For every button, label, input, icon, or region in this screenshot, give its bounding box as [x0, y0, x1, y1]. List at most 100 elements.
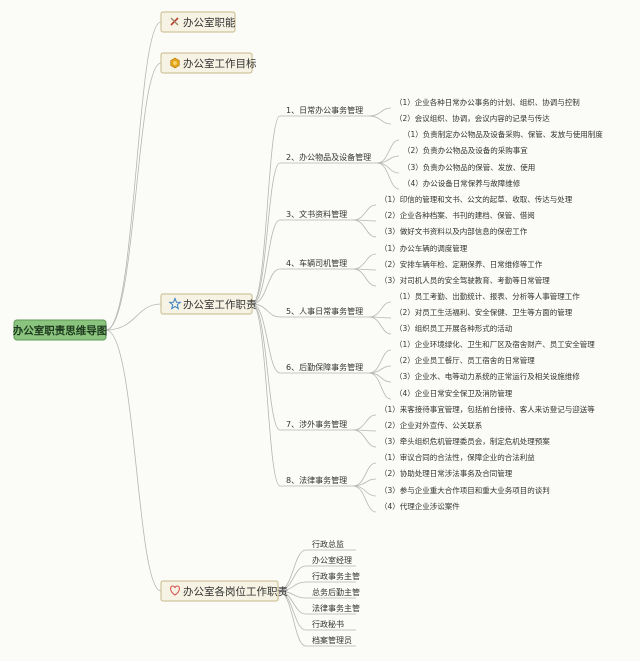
- connector-line: [369, 115, 392, 125]
- topic-node-box: [160, 293, 253, 315]
- duty-detail: （2）安排车辆年检、定期保养、日常维修等工作: [380, 259, 543, 269]
- topic-node-label: 办公室工作职责: [183, 298, 257, 311]
- topic-node-positions[interactable]: 办公室各岗位工作职责: [160, 580, 288, 602]
- duty-detail: （1）来客接待事宜管理，包括前台接待、客人来访登记与迎送等: [380, 404, 595, 414]
- duty-label[interactable]: 8、法律事务管理: [286, 475, 347, 485]
- position-item[interactable]: 行政秘书: [312, 619, 344, 629]
- duty-detail: （1）企业环境绿化、卫生和厂区及宿舍财产、员工安全管理: [395, 339, 595, 349]
- topic-node-label: 办公室各岗位工作职责: [183, 585, 288, 598]
- position-item[interactable]: 总务后勤主管: [312, 587, 360, 597]
- tools-icon: [170, 17, 179, 26]
- connector-line: [353, 253, 377, 270]
- topic-node-label: 办公室工作目标: [183, 57, 257, 70]
- connector-line: [353, 429, 377, 448]
- connector-line: [369, 107, 392, 117]
- duty-detail: （4）企业日常安全保卫及消防管理: [395, 388, 513, 398]
- connector-line: [251, 303, 281, 318]
- connector-line: [277, 565, 307, 592]
- connector-line: [353, 462, 377, 487]
- duty-detail: （1）负责制定办公物品及设备采购、保管、发放与使用制度: [403, 129, 603, 139]
- connector-line: [353, 219, 377, 238]
- duty-categories: 1、日常办公事务管理 2、办公物品及设备管理 3、文书资料管理 4、车辆司机管理…: [286, 105, 371, 485]
- connector-line: [369, 349, 392, 374]
- duty-detail: （1）办公车辆的调度管理: [380, 243, 468, 253]
- duty-detail: （3）企业水、电等动力系统的正常运行及相关设施维修: [395, 371, 580, 381]
- connector-line: [251, 303, 281, 374]
- root-node-label: 办公室职责思维导图: [13, 324, 108, 337]
- duty-label[interactable]: 7、涉外事务管理: [286, 419, 347, 429]
- duty-detail: （3）参与企业重大合作项目和重大业务项目的谈判: [380, 485, 550, 495]
- connector-line: [251, 219, 281, 305]
- duty-label[interactable]: 4、车辆司机管理: [286, 258, 347, 268]
- connector-line: [369, 301, 392, 318]
- connector-line: [353, 478, 377, 487]
- duty-detail: （2）会议组织、协调，会议内容的记录与传达: [395, 113, 550, 123]
- connector-line: [277, 590, 307, 647]
- duty-label[interactable]: 5、人事日常事务管理: [286, 306, 363, 316]
- connector-line: [369, 372, 392, 383]
- hexagon-icon: [170, 57, 180, 69]
- connector-line: [277, 581, 307, 592]
- root-node-box: [13, 319, 107, 341]
- connector-line: [353, 414, 377, 431]
- duty-detail: （1）企业各种日常办公事务的计划、组织、协调与控制: [395, 97, 580, 107]
- topic-node-duties[interactable]: 办公室工作职责: [160, 293, 257, 315]
- duty-detail: （4）代理企业涉讼案件: [380, 501, 460, 511]
- connector-line: [105, 62, 162, 331]
- duty-detail: （3）牵头组织危机管理委员会，制定危机处理预案: [380, 436, 550, 446]
- duty-detail: （2）企业各种档案、书刊的建档、保管、借阅: [380, 210, 535, 220]
- connector-line: [251, 303, 281, 431]
- connector-line: [353, 204, 377, 221]
- duty-detail: （1）印信的管理和文书、公文的起草、收取、传达与处理: [380, 194, 573, 204]
- star-icon: [168, 297, 182, 310]
- position-list: 行政总监 办公室经理 行政事务主管 总务后勤主管 法律事务主管 行政秘书 档案管…: [312, 539, 360, 645]
- position-item[interactable]: 行政总监: [312, 539, 344, 549]
- connector-line: [251, 303, 281, 487]
- duty-detail: （2）对员工生活福利、安全保健、卫生等方面的管理: [395, 307, 573, 317]
- position-item[interactable]: 档案管理员: [312, 635, 352, 645]
- position-item[interactable]: 法律事务主管: [312, 603, 360, 613]
- duty-label[interactable]: 2、办公物品及设备管理: [286, 152, 371, 162]
- connector-line: [377, 155, 400, 164]
- duty-label[interactable]: 6、后勤保障事务管理: [286, 362, 363, 372]
- root-node[interactable]: 办公室职责思维导图: [13, 319, 108, 341]
- connector-line: [105, 329, 162, 592]
- connector-line: [353, 485, 377, 513]
- connector-line: [353, 485, 377, 497]
- connector-line: [251, 268, 281, 305]
- connector-line: [369, 316, 392, 335]
- duty-detail: （3）负责办公物品的保管、发放、使用: [403, 162, 535, 172]
- duty-detail: （2）企业员工餐厅、员工宿舍的日常管理: [395, 355, 535, 365]
- topic-node-box: [160, 11, 236, 33]
- duty-detail: （2）协助处理日常涉法事务及合同管理: [380, 468, 513, 478]
- connector-line: [251, 162, 281, 305]
- connector-line: [377, 139, 400, 164]
- topic-node-label: 办公室职能: [183, 16, 236, 29]
- connector-line: [277, 549, 307, 592]
- duty-detail: （2）企业对外宣传、公关联系: [380, 420, 483, 430]
- duty-label[interactable]: 3、文书资料管理: [286, 209, 347, 219]
- duty-detail: （3）做好文书资料以及内部信息的保密工作: [380, 226, 528, 236]
- position-item[interactable]: 行政事务主管: [312, 571, 360, 581]
- topic-node-box: [160, 52, 253, 74]
- connector-line: [105, 21, 162, 331]
- connector-line: [369, 365, 392, 374]
- connector-line: [369, 372, 392, 400]
- duty-detail: （1）审议合同的合法性，保障企业的合法利益: [380, 452, 535, 462]
- topic-node-goals[interactable]: 办公室工作目标: [160, 52, 257, 74]
- duty-detail: （4）办公设备日常保养与故障维修: [403, 178, 521, 188]
- duty-detail: （3）对司机人员的安全驾驶教育、考勤等日常管理: [380, 275, 550, 285]
- connector-lines: [105, 21, 400, 647]
- connector-line: [105, 303, 162, 331]
- connector-line: [251, 115, 281, 305]
- duty-details: （1）企业各种日常办公事务的计划、组织、协调与控制 （2）会议组织、协调，会议内…: [380, 97, 603, 511]
- position-item[interactable]: 办公室经理: [312, 555, 352, 565]
- duty-label[interactable]: 1、日常办公事务管理: [286, 105, 363, 115]
- duty-detail: （1）员工考勤、出勤统计、报表、分析等人事管理工作: [395, 291, 580, 301]
- topic-node-functions[interactable]: 办公室职能: [160, 11, 236, 33]
- connector-line: [377, 162, 400, 174]
- topic-node-box: [160, 580, 279, 602]
- duty-detail: （2）负责办公物品及设备的采购事宜: [403, 145, 528, 155]
- connector-line: [353, 268, 377, 287]
